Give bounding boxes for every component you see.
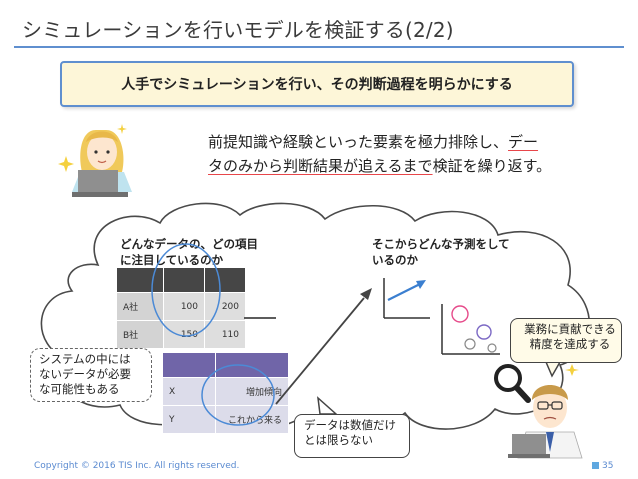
bubble-goal-line2: 精度を達成する xyxy=(519,337,621,352)
note-line3: な可能性もある xyxy=(39,382,151,397)
mini-chart xyxy=(384,278,430,318)
copyright-footer: Copyright © 2016 TIS Inc. All rights res… xyxy=(34,461,239,471)
bubble-tail xyxy=(318,398,336,414)
bubble-data-line2: とは限らない xyxy=(304,433,409,448)
highlight-ellipse xyxy=(202,365,274,425)
arrow-line xyxy=(276,298,364,404)
note-dashed: システムの中には ないデータが必要 な可能性もある xyxy=(30,348,152,402)
speech-bubble-goal: 業務に貢献できる 精度を達成する xyxy=(510,318,622,363)
bubble-goal-line1: 業務に貢献できる xyxy=(519,322,621,337)
highlight-ellipse xyxy=(152,244,220,336)
note-line2: ないデータが必要 xyxy=(39,367,151,382)
speech-bubble-data: データは数値だけ とは限らない xyxy=(294,414,410,458)
note-line1: システムの中には xyxy=(39,352,151,367)
bubble-tail xyxy=(546,362,560,376)
bubble-data-line1: データは数値だけ xyxy=(304,418,409,433)
arrow-head xyxy=(360,288,372,300)
mini-scatter xyxy=(442,304,500,354)
page-number: 35 xyxy=(602,461,613,471)
magnifier-icon xyxy=(496,366,528,400)
page-marker-icon xyxy=(592,462,599,469)
